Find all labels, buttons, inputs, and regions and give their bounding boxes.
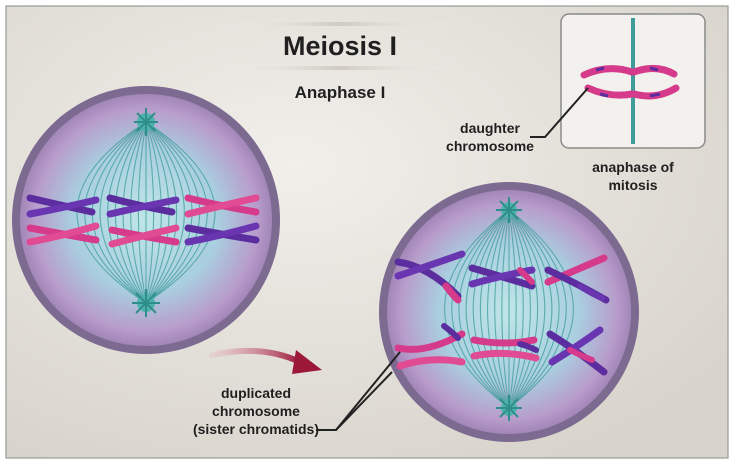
title-bar-top xyxy=(215,22,465,26)
right-centrosome-bottom xyxy=(496,395,522,421)
duplicated-label-line1: duplicated xyxy=(221,385,291,401)
duplicated-label-line3: (sister chromatids) xyxy=(193,421,319,437)
spindle-fiber xyxy=(487,209,510,409)
spindle-fiber xyxy=(508,209,524,409)
spindle-fiber xyxy=(145,121,185,304)
left-centrosome-bottom xyxy=(132,289,160,317)
transition-arrow-icon xyxy=(209,347,303,365)
spindle-fiber xyxy=(479,209,510,409)
spindle-fiber xyxy=(501,209,510,409)
right-spindle-fibers xyxy=(444,209,574,409)
duplicated-label-line2: chromosome xyxy=(212,403,300,419)
title-bar-bottom xyxy=(215,66,465,70)
spindle-fiber xyxy=(451,209,510,409)
daughter-leader-line xyxy=(530,87,589,138)
spindle-fiber xyxy=(508,209,531,409)
inset-bands xyxy=(595,66,661,98)
inset-chromatid-left-bottom xyxy=(584,84,636,99)
spindle-fiber xyxy=(508,209,539,409)
right-lower-chromosome-3 xyxy=(546,326,608,376)
right-upper-chromosome-2 xyxy=(468,264,536,290)
left-cell xyxy=(12,86,280,354)
spindle-fiber xyxy=(458,209,510,409)
right-upper-chromosome-1 xyxy=(394,250,466,304)
spindle-fiber xyxy=(145,121,155,304)
spindle-fiber xyxy=(145,121,216,304)
spindle-fiber xyxy=(99,121,147,304)
inset-caption-line2: mitosis xyxy=(608,177,657,193)
left-chromosome-pair-2 xyxy=(106,194,180,248)
spindle-fiber xyxy=(145,121,178,304)
daughter-label-line2: chromosome xyxy=(446,138,534,154)
spindle-fiber xyxy=(494,209,510,409)
spindle-fiber xyxy=(472,209,510,409)
right-lower-chromosome-2 xyxy=(470,336,540,362)
spindle-fiber xyxy=(508,209,574,409)
spindle-fiber xyxy=(137,121,147,304)
inset-chromatid-left-top xyxy=(580,65,636,79)
spindle-fiber xyxy=(508,209,560,409)
right-cell xyxy=(379,182,639,442)
mitosis-inset xyxy=(560,13,706,149)
spindle-fiber xyxy=(465,209,510,409)
left-chromosome-pair-1 xyxy=(26,194,100,246)
daughter-label-line1: daughter xyxy=(460,120,520,136)
right-centrosome-top xyxy=(496,197,522,223)
spindle-fiber xyxy=(508,209,567,409)
transition-arrowhead-icon xyxy=(292,350,322,374)
title: Meiosis I xyxy=(283,31,397,61)
right-upper-chromosome-3 xyxy=(544,254,610,304)
spindle-fiber xyxy=(76,121,147,304)
left-centrosome-top xyxy=(134,108,158,136)
right-lower-chromosome-1 xyxy=(394,323,466,370)
subtitle: Anaphase I xyxy=(295,83,386,102)
duplicated-leader-line-2 xyxy=(335,371,393,431)
spindle-fiber xyxy=(444,209,510,409)
spindle-fiber xyxy=(508,209,517,409)
spindle-fiber xyxy=(508,209,546,409)
inset-caption-line1: anaphase of xyxy=(592,159,674,175)
spindle-fiber xyxy=(508,209,553,409)
left-chromosome-pair-3 xyxy=(184,194,260,246)
